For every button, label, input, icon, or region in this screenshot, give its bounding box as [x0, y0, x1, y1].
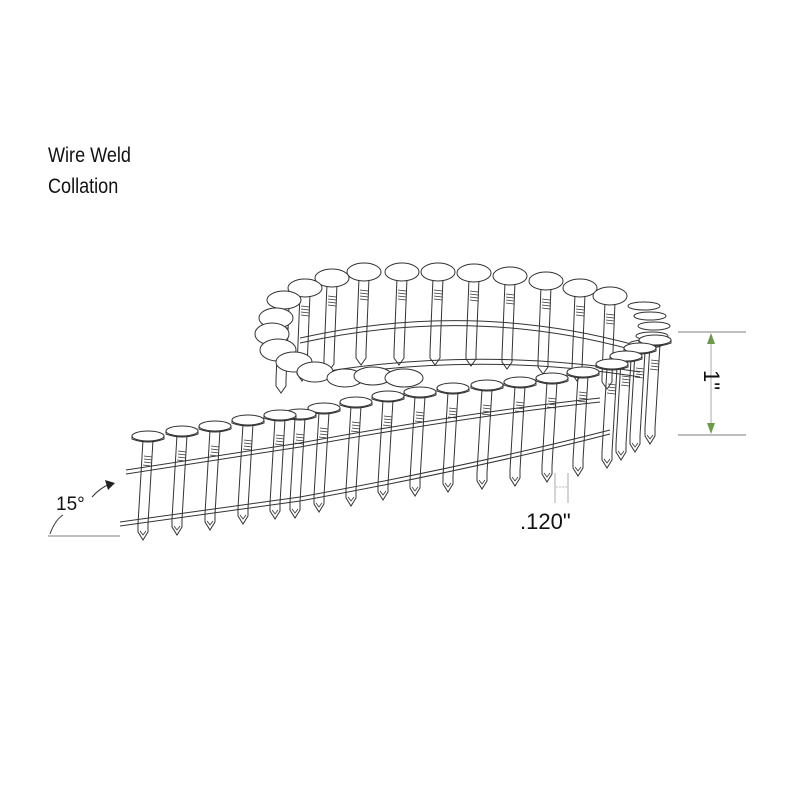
front-weld-wires: [119, 397, 611, 527]
right-stacked-heads: [595, 301, 672, 469]
diagram-title: Wire Weld Collation: [48, 140, 131, 202]
back-weld-wires: [299, 320, 641, 381]
title-line-1: Wire Weld: [48, 144, 131, 167]
angle-dimension: [48, 480, 120, 537]
length-dimension: [678, 331, 746, 436]
shank-diameter-label: .120": [520, 509, 571, 534]
angle-label: 15°: [56, 494, 85, 515]
title-line-2: Collation: [48, 175, 119, 198]
nail-length-label: 1": [699, 370, 724, 391]
diameter-dimension: [554, 473, 569, 503]
front-curl-heads: [296, 361, 424, 388]
left-curl-heads: [254, 307, 313, 373]
